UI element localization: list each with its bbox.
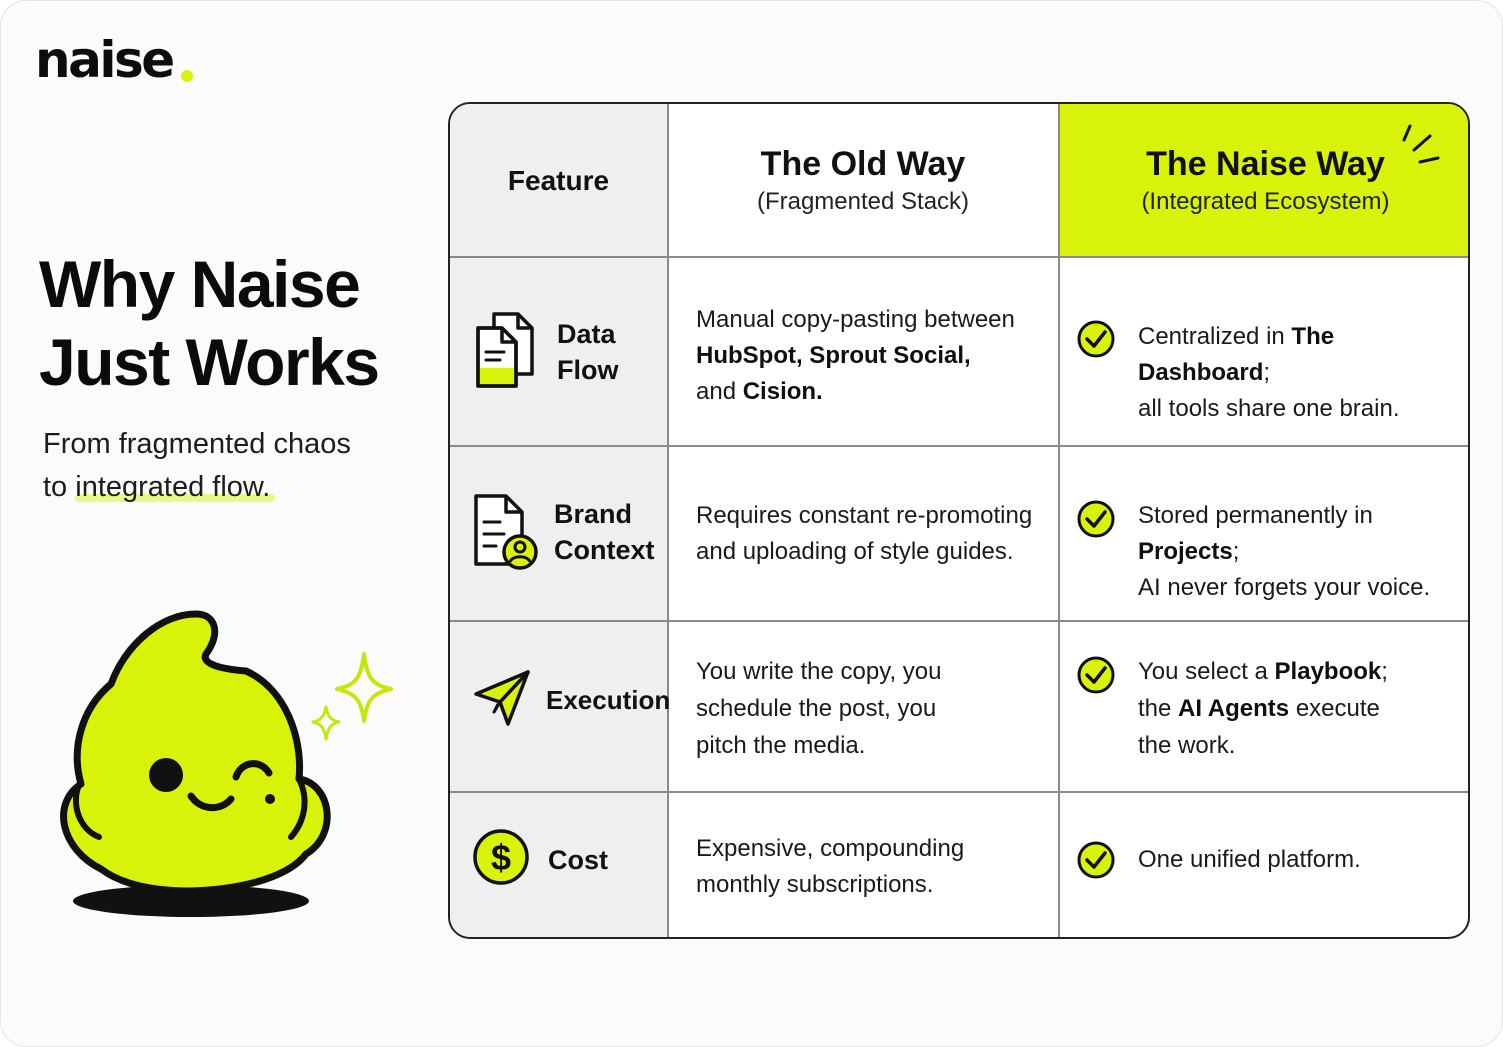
check-circle-icon bbox=[1077, 500, 1115, 538]
naise-line: Stored permanently in Projects; bbox=[1138, 498, 1458, 570]
dollar-coin-icon: $ bbox=[473, 829, 529, 885]
naise-way-cell-cost: One unified platform. bbox=[1138, 846, 1361, 873]
title-line-2: Just Works bbox=[39, 325, 380, 399]
old-line: Requires constant re-promoting bbox=[696, 502, 1033, 529]
naise-header-bg bbox=[1059, 104, 1468, 257]
naise-line: all tools share one brain. bbox=[1138, 395, 1400, 422]
highlight-underline bbox=[75, 494, 275, 502]
old-way-cell-cost: Expensive, compounding monthly subscript… bbox=[696, 831, 1046, 903]
subtitle-line-2: to integrated flow. bbox=[43, 466, 403, 509]
old-way-cell-data-flow: Manual copy-pasting between HubSpot, Spr… bbox=[696, 302, 1046, 410]
naise-line: AI never forgets your voice. bbox=[1138, 574, 1431, 601]
old-bold: HubSpot, Sprout Social, bbox=[696, 342, 971, 369]
naise-text: You select a bbox=[1138, 658, 1275, 685]
naise-bold: Playbook bbox=[1274, 658, 1382, 685]
naise-line: You select a Playbook; bbox=[1138, 653, 1458, 690]
naise-line: the work. bbox=[1138, 732, 1236, 759]
naise-way-subtitle: (Integrated Ecosystem) bbox=[1141, 187, 1390, 215]
naise-text: Stored permanently in bbox=[1138, 502, 1373, 529]
naise-text: ; bbox=[1381, 658, 1388, 685]
naise-way-title: The Naise Way bbox=[1146, 144, 1385, 183]
row-divider bbox=[450, 620, 1468, 622]
subtitle-line-1: From fragmented chaos bbox=[43, 428, 351, 460]
header-old-way: The Old Way (Fragmented Stack) bbox=[668, 104, 1058, 257]
naise-bold: AI Agents bbox=[1178, 695, 1290, 722]
title-line-1: Why Naise bbox=[39, 247, 361, 321]
naise-text: ; bbox=[1263, 359, 1271, 386]
header-naise-way: The Naise Way (Integrated Ecosystem) bbox=[1059, 104, 1468, 257]
burst-icon bbox=[1402, 124, 1440, 164]
header-feature: Feature bbox=[507, 164, 610, 196]
naise-logo: naise bbox=[35, 31, 175, 89]
row-divider bbox=[450, 256, 1468, 258]
comparison-table: Feature The Old Way (Fragmented Stack) T… bbox=[448, 102, 1470, 939]
subtitle: From fragmented chaos to integrated flow… bbox=[43, 423, 403, 509]
old-line: Expensive, compounding bbox=[696, 835, 965, 862]
naise-line: the AI Agents execute bbox=[1138, 690, 1458, 727]
feature-line: Data bbox=[557, 319, 616, 349]
feature-label-execution: Execution bbox=[546, 685, 671, 715]
feature-label-brand-context: Brand Context bbox=[554, 496, 655, 568]
old-line: and uploading of style guides. bbox=[696, 538, 1014, 565]
row-divider bbox=[450, 791, 1468, 793]
mascot-illustration bbox=[60, 610, 393, 917]
svg-text:$: $ bbox=[491, 837, 511, 878]
old-line: You write the copy, you bbox=[696, 658, 942, 685]
naise-text: the bbox=[1138, 695, 1179, 722]
check-circle-icon bbox=[1077, 841, 1115, 879]
logo-dot bbox=[181, 70, 193, 82]
old-line: Manual copy-pasting between bbox=[696, 302, 1046, 338]
sparkle-large-icon bbox=[335, 652, 393, 723]
column-divider bbox=[667, 104, 669, 937]
documents-icon bbox=[476, 312, 534, 388]
page-title: Why Naise Just Works bbox=[39, 245, 419, 401]
old-text: Manual copy-pasting between bbox=[696, 306, 1015, 333]
naise-bold: Projects bbox=[1138, 538, 1233, 565]
feature-line: Brand bbox=[554, 499, 633, 529]
naise-text: ; bbox=[1232, 538, 1240, 565]
check-circle-icon bbox=[1077, 320, 1115, 358]
subtitle-prefix: to bbox=[43, 471, 76, 503]
feature-label-cost: Cost bbox=[548, 845, 608, 875]
naise-line: Centralized in The Dashboard; bbox=[1138, 319, 1458, 391]
document-user-icon bbox=[474, 494, 538, 570]
naise-bold: The Dashboard bbox=[1138, 323, 1335, 386]
sparkle-small-icon bbox=[311, 705, 341, 741]
feature-line: Flow bbox=[557, 355, 619, 385]
old-bold: Cision. bbox=[742, 378, 823, 405]
naise-text: execute bbox=[1289, 695, 1380, 722]
naise-way-cell-execution: You select a Playbook; the AI Agents exe… bbox=[1138, 653, 1458, 764]
feature-label-data-flow: Data Flow bbox=[557, 316, 619, 388]
naise-text: Centralized in bbox=[1138, 323, 1292, 350]
old-line: and Cision. bbox=[696, 374, 1046, 410]
paper-plane-icon bbox=[474, 670, 530, 726]
feature-line: Context bbox=[554, 535, 655, 565]
naise-way-cell-brand-context: Stored permanently in Projects; AI never… bbox=[1138, 498, 1458, 606]
old-way-cell-execution: You write the copy, you schedule the pos… bbox=[696, 653, 1046, 764]
subtitle-highlight: integrated flow. bbox=[75, 471, 271, 503]
old-way-subtitle: (Fragmented Stack) bbox=[756, 187, 970, 215]
naise-way-cell-data-flow: Centralized in The Dashboard; all tools … bbox=[1138, 319, 1458, 427]
old-line: schedule the post, you bbox=[696, 695, 937, 722]
old-way-cell-brand-context: Requires constant re-promoting and uploa… bbox=[696, 498, 1046, 570]
row-divider bbox=[450, 445, 1468, 447]
old-way-title: The Old Way bbox=[760, 144, 966, 183]
old-line: pitch the media. bbox=[696, 732, 866, 759]
check-circle-icon bbox=[1077, 656, 1115, 694]
old-line: monthly subscriptions. bbox=[696, 871, 934, 898]
old-line: HubSpot, Sprout Social, bbox=[696, 338, 1046, 374]
column-divider bbox=[1058, 104, 1060, 937]
old-text: and bbox=[696, 378, 743, 405]
